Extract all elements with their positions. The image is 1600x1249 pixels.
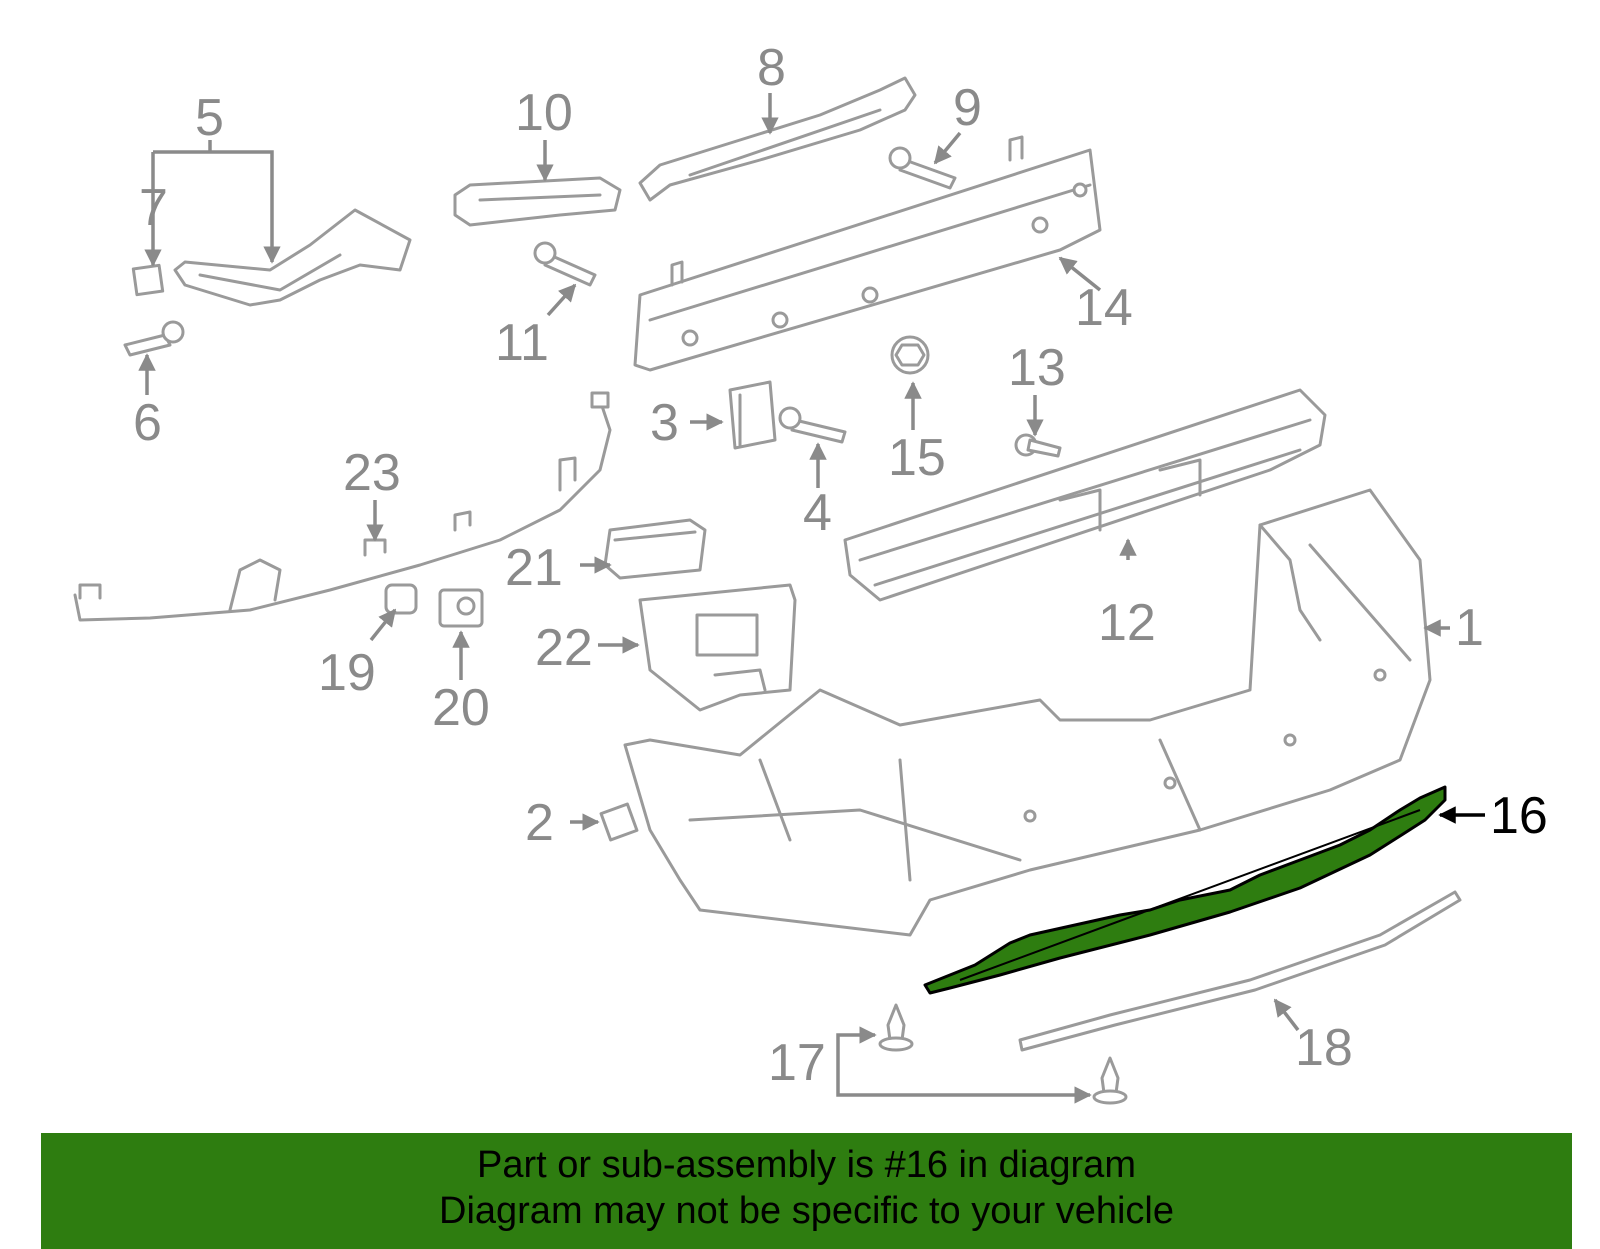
callout-12: 12 bbox=[1098, 594, 1156, 652]
callout-2: 2 bbox=[525, 794, 554, 852]
part-20-bracket bbox=[438, 588, 484, 628]
part-22-bracket bbox=[638, 583, 797, 712]
leader-lines bbox=[138, 93, 1485, 1104]
callout-18: 18 bbox=[1295, 1019, 1353, 1077]
callout-23: 23 bbox=[343, 444, 401, 502]
callout-22: 22 bbox=[535, 619, 593, 677]
callout-19: 19 bbox=[318, 644, 376, 702]
part-5-bracket bbox=[173, 208, 412, 307]
part-12-absorber bbox=[843, 388, 1327, 602]
callout-15: 15 bbox=[888, 429, 946, 487]
callout-21: 21 bbox=[505, 539, 563, 597]
part-13-screw bbox=[1014, 433, 1062, 458]
banner-part-text: Part or sub-assembly is #16 in diagram bbox=[477, 1144, 1136, 1186]
part-19-clip bbox=[384, 583, 418, 615]
part-21-module bbox=[603, 518, 707, 580]
callout-14: 14 bbox=[1075, 279, 1133, 337]
callout-16: 16 bbox=[1490, 787, 1548, 845]
part-7-clip bbox=[131, 263, 165, 297]
callout-9: 9 bbox=[953, 79, 982, 137]
banner-disclaimer-text: Diagram may not be specific to your vehi… bbox=[439, 1190, 1174, 1232]
part-18-molding bbox=[1018, 890, 1462, 1052]
part-17-push-clip-b bbox=[1092, 1056, 1128, 1105]
part-4-bolt bbox=[778, 406, 847, 444]
part-17-push-clip-a bbox=[878, 1003, 914, 1052]
part-6-bolt bbox=[123, 320, 185, 357]
callout-20: 20 bbox=[432, 679, 490, 737]
callout-17: 17 bbox=[768, 1034, 826, 1092]
callout-10: 10 bbox=[515, 84, 573, 142]
callout-7: 7 bbox=[139, 179, 168, 237]
callout-5: 5 bbox=[195, 89, 224, 147]
part-9-bolt bbox=[888, 146, 957, 190]
callout-11: 11 bbox=[495, 314, 549, 372]
callout-1: 1 bbox=[1455, 599, 1484, 657]
info-banner: Part or sub-assembly is #16 in diagram D… bbox=[41, 1133, 1572, 1249]
callout-13: 13 bbox=[1008, 339, 1066, 397]
callout-6: 6 bbox=[133, 394, 162, 452]
part-2-clip bbox=[599, 802, 639, 842]
part-15-nut bbox=[890, 335, 930, 375]
callout-8: 8 bbox=[757, 39, 786, 97]
part-10-bracket bbox=[453, 176, 622, 227]
part-8-rail bbox=[638, 76, 917, 202]
callout-4: 4 bbox=[803, 484, 832, 542]
part-11-bolt bbox=[533, 241, 597, 287]
part-14-impact-bar bbox=[633, 135, 1102, 372]
part-3-block bbox=[728, 380, 777, 450]
part-16-lower-panel bbox=[923, 785, 1447, 995]
callout-3: 3 bbox=[650, 394, 679, 452]
part-1-bumper-fascia bbox=[623, 488, 1432, 937]
